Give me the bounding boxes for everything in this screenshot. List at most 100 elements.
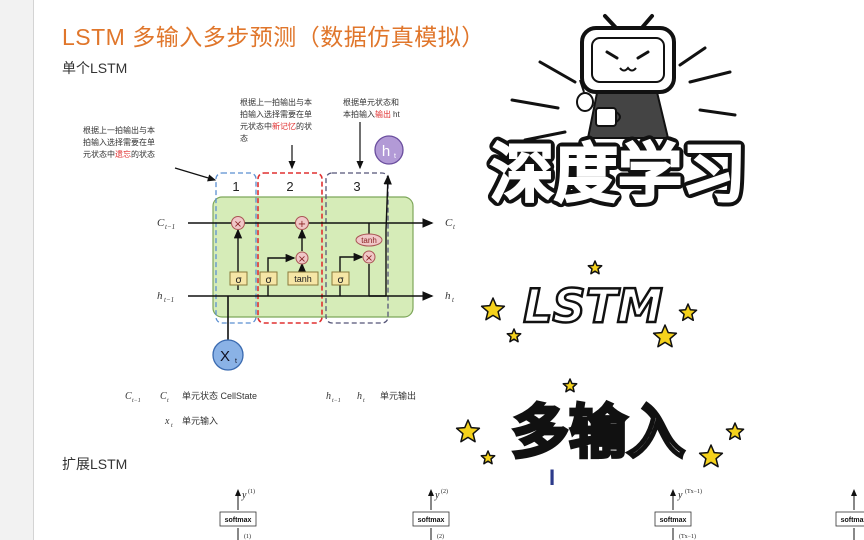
output-h-label: h <box>382 143 390 160</box>
svg-text:元状态中新记忆的状: 元状态中新记忆的状 <box>240 121 312 131</box>
svg-text:态: 态 <box>240 133 248 143</box>
svg-text:(1): (1) <box>248 488 255 495</box>
output-h-sub: t <box>394 153 396 160</box>
svg-text:(2): (2) <box>437 533 444 540</box>
svg-text:(Tx−1): (Tx−1) <box>685 488 702 495</box>
svg-text:C: C <box>125 391 132 402</box>
headline-sticker: 深度学习 深度学习 <box>485 133 751 217</box>
output-tanh-label: tanh <box>361 236 377 245</box>
annotation-forget: 根据上一拍输出与本 拍输入选择需要在单 元状态中遗忘的状态 <box>83 125 217 182</box>
star-icon <box>480 450 496 465</box>
svg-text:softmax: softmax <box>841 517 864 524</box>
cell-add-symbol: + <box>298 219 306 230</box>
output-sigma-label: σ <box>337 275 344 286</box>
lstm-text: LSTM <box>523 279 663 333</box>
star-icon <box>698 444 724 468</box>
softmax-block-2: y (2) softmax (2) <box>412 488 450 540</box>
h-prev-sub: t−1 <box>164 296 174 304</box>
star-icon <box>480 297 506 321</box>
svg-text:x: x <box>164 416 170 427</box>
output-multiply-node <box>362 250 376 264</box>
svg-text:根据上一拍输出与本: 根据上一拍输出与本 <box>240 97 312 107</box>
svg-text:根据单元状态和: 根据单元状态和 <box>343 97 399 107</box>
star-icon <box>587 260 603 275</box>
text-cursor-icon: I <box>549 465 555 490</box>
forget-multiply-node <box>231 216 245 230</box>
svg-text:C: C <box>160 391 167 402</box>
svg-text:y: y <box>434 490 440 501</box>
input-x-sub: t <box>235 358 237 365</box>
input-multiply-symbol: × <box>298 254 306 265</box>
annotation-memory: 根据上一拍输出与本 拍输入选择需要在单 元状态中新记忆的状 态 <box>240 97 312 170</box>
section-heading-single-lstm: 单个LSTM <box>62 60 128 76</box>
gate-number-3: 3 <box>353 179 360 194</box>
left-gutter <box>0 0 34 540</box>
document-page <box>34 0 864 540</box>
h-next-sub: t <box>452 296 455 304</box>
svg-text:(1): (1) <box>244 533 251 540</box>
svg-text:(Tx−1): (Tx−1) <box>679 533 696 540</box>
legend-input: 单元输入 <box>182 415 218 426</box>
svg-text:t: t <box>363 398 365 404</box>
input-tanh-label: tanh <box>294 274 312 284</box>
svg-text:拍输入选择需要在单: 拍输入选择需要在单 <box>240 109 312 119</box>
svg-text:softmax: softmax <box>418 517 445 524</box>
input-multiply-node <box>295 251 309 265</box>
svg-text:t−1: t−1 <box>332 398 341 404</box>
lstm-cell: 1 2 3 × + × × tanh σ <box>157 135 456 371</box>
input-tanh-box <box>287 271 319 286</box>
lstm-sticker: LSTM <box>522 278 664 335</box>
svg-text:深度学习: 深度学习 <box>490 138 746 212</box>
svg-text:根据上一拍输出与本: 根据上一拍输出与本 <box>83 125 155 135</box>
h-next-label: h <box>445 290 451 302</box>
section-heading-extended-lstm: 扩展LSTM <box>62 456 128 472</box>
star-icon <box>652 324 678 348</box>
cell-add-node <box>295 216 309 230</box>
softmax-block-3: y (Tx−1) softmax (Tx−1) <box>654 488 702 540</box>
star-decorations <box>455 260 745 468</box>
star-icon <box>506 328 522 343</box>
svg-text:y: y <box>677 490 683 501</box>
gate-number-1: 1 <box>232 179 239 194</box>
output-h-node <box>374 135 404 165</box>
output-sigma-box <box>331 271 350 286</box>
svg-text:t−1: t−1 <box>132 398 141 404</box>
forget-sigma-label: σ <box>235 275 242 286</box>
svg-text:拍输入选择需要在单: 拍输入选择需要在单 <box>83 137 155 147</box>
softmax-block-4: softmax <box>835 489 864 540</box>
c-next-label: C <box>445 217 453 229</box>
h-prev-label: h <box>157 290 163 302</box>
document-title: LSTM 多输入多步预测（数据仿真模拟） <box>62 24 485 50</box>
legend-cell-state: 单元状态 CellState <box>182 390 257 401</box>
svg-text:softmax: softmax <box>225 517 252 524</box>
forget-sigma-box <box>229 271 248 286</box>
input-gate-box <box>257 172 323 324</box>
diagram-legend: C t−1 C t 单元状态 CellState x t 单元输入 h t−1 … <box>125 390 416 429</box>
svg-text:元状态中遗忘的状态: 元状态中遗忘的状态 <box>83 149 155 159</box>
legend-output: 单元输出 <box>380 390 416 401</box>
c-prev-label: C <box>157 217 165 229</box>
star-icon <box>678 303 698 322</box>
star-icon <box>725 422 745 441</box>
svg-text:t: t <box>171 423 173 429</box>
input-sigma-box <box>259 271 278 286</box>
cell-body <box>212 196 414 318</box>
svg-text:h: h <box>357 391 362 402</box>
forget-multiply-symbol: × <box>234 219 242 230</box>
input-sigma-label: σ <box>265 275 272 286</box>
c-prev-sub: t−1 <box>165 223 175 231</box>
output-tanh-node <box>355 233 383 247</box>
star-icon <box>562 378 578 393</box>
multi-input-sticker: 多输入 <box>509 397 686 468</box>
svg-text:t: t <box>167 398 169 404</box>
softmax-block-1: y (1) softmax (1) <box>219 488 257 540</box>
output-multiply-symbol: × <box>365 253 373 264</box>
gate-number-2: 2 <box>286 179 293 194</box>
svg-text:h: h <box>326 391 331 402</box>
svg-text:softmax: softmax <box>660 517 687 524</box>
forget-gate-box <box>215 172 257 324</box>
multi-input-text: 多输入 <box>511 398 685 466</box>
